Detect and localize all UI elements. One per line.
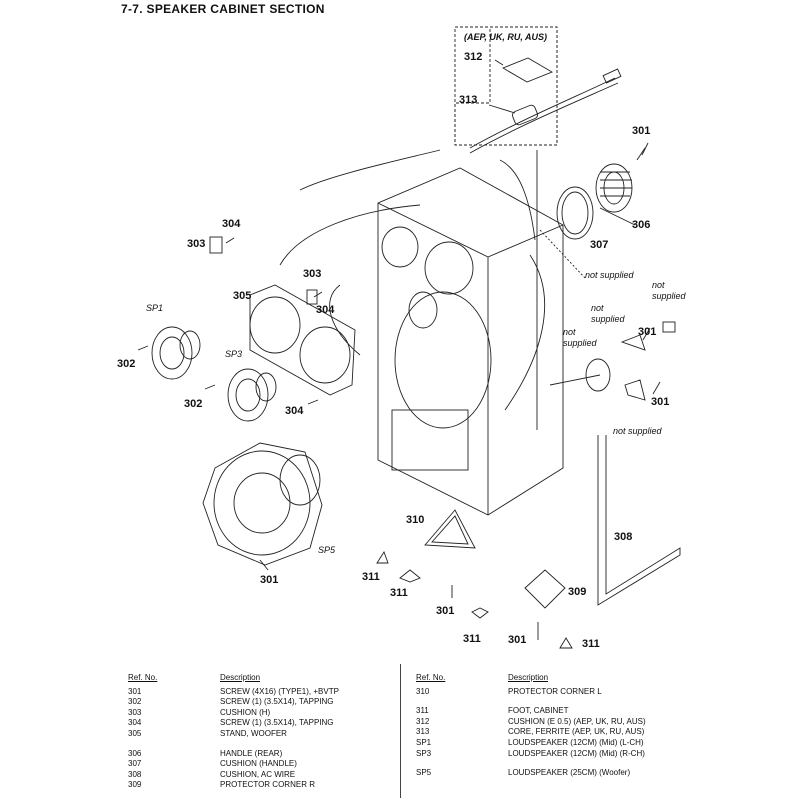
annotation-not: not [652, 280, 665, 290]
ref-no-header: Ref. No. [128, 673, 158, 682]
foot-311-c [471, 607, 489, 619]
label-sp5: SP5 [318, 545, 336, 555]
annotation-not-supplied: not supplied [613, 426, 663, 436]
callout-311: 311 [582, 638, 600, 650]
description-header: Description [508, 673, 549, 682]
cabinet-body [377, 167, 564, 516]
cushion-307-shape [556, 186, 594, 240]
foot-311-a [376, 550, 389, 564]
callout-308: 308 [614, 531, 632, 543]
protector-310 [424, 509, 476, 549]
cushion-308 [597, 435, 681, 606]
region-note: (AEP, UK, RU, AUS) [464, 32, 547, 42]
callout-304: 304 [222, 218, 241, 230]
annotation-not: not [563, 327, 576, 337]
callout-304: 304 [285, 405, 304, 417]
callout-305: 305 [233, 290, 251, 302]
callout-301: 301 [260, 574, 278, 586]
annotation-not: not [591, 303, 604, 313]
callout-311: 311 [362, 571, 380, 583]
woofer-stand-305 [249, 284, 356, 396]
callout-312: 312 [464, 51, 482, 63]
exploded-view-diagram: 312 313 (AEP, UK, RU, AUS) 301 306 307 3… [117, 26, 687, 650]
sp3-speaker [227, 368, 269, 422]
callout-311: 311 [463, 633, 481, 645]
cushion-303-b [306, 289, 318, 305]
annotation-supplied: supplied [563, 338, 598, 348]
callout-301: 301 [651, 396, 669, 408]
region-dashed-box [454, 26, 558, 146]
label-sp1: SP1 [146, 303, 163, 313]
callout-302: 302 [184, 398, 202, 410]
callout-307: 307 [590, 239, 608, 251]
label-sp3: SP3 [225, 349, 242, 359]
callout-301: 301 [436, 605, 454, 617]
callout-306: 306 [632, 219, 650, 231]
callout-309: 309 [568, 586, 586, 598]
callout-310: 310 [406, 514, 424, 526]
annotation-supplied: supplied [591, 314, 626, 324]
cushion-312-shape [501, 57, 554, 83]
ferrite-313-shape [512, 104, 538, 126]
foot-311-b [399, 569, 421, 583]
callout-301: 301 [632, 125, 650, 137]
sp1-speaker [151, 326, 193, 380]
annotation-not-supplied: not supplied [585, 270, 635, 280]
ac-cable [469, 77, 616, 149]
cushion-303-a [209, 236, 223, 254]
callout-302: 302 [117, 358, 135, 370]
callout-303: 303 [303, 268, 321, 280]
callout-304: 304 [316, 304, 335, 316]
section-title: 7-7. SPEAKER CABINET SECTION [121, 2, 325, 16]
callout-313: 313 [459, 94, 477, 106]
ref-no-header: Ref. No. [416, 673, 446, 682]
callout-303: 303 [187, 238, 205, 250]
callout-311: 311 [390, 587, 408, 599]
callout-301: 301 [638, 326, 656, 338]
annotation-supplied: supplied [652, 291, 687, 301]
foot-311-d [559, 637, 573, 649]
description-header: Description [220, 673, 261, 682]
callout-301: 301 [508, 634, 526, 646]
table-divider [400, 664, 401, 798]
sp5-woofer [202, 442, 323, 566]
protector-309 [524, 569, 566, 609]
